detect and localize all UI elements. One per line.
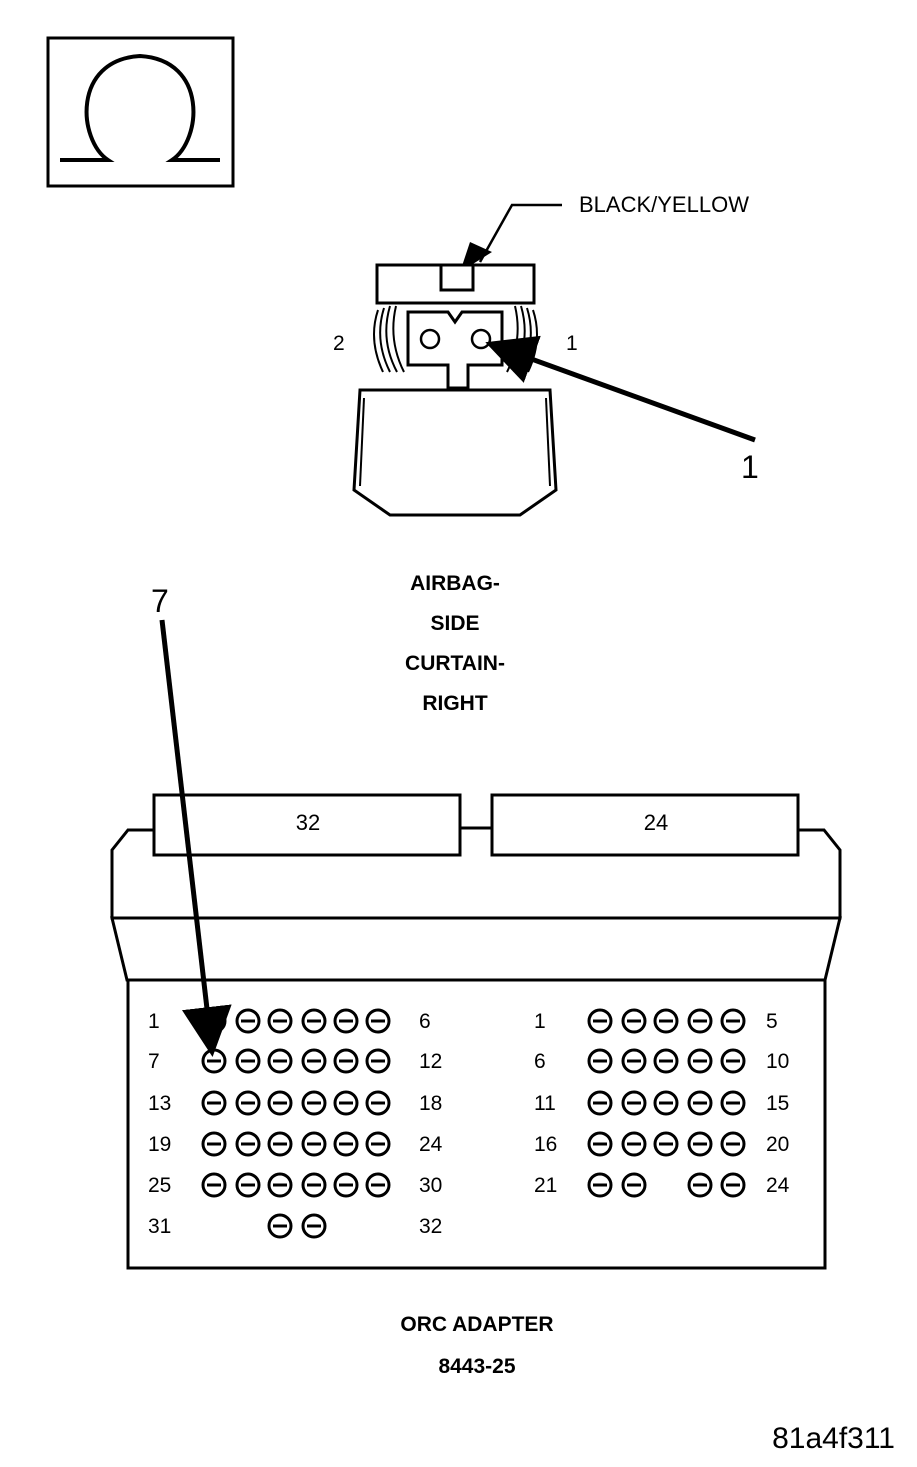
right-row-1-end: 5	[766, 1010, 778, 1033]
connector-pin-2-label: 2	[333, 332, 345, 355]
left-row-3-end: 18	[419, 1092, 442, 1115]
right-row-5-start: 21	[534, 1174, 557, 1197]
left-pin-labels: 1 6 7 12 13 18 19 24 25 30 31 32	[148, 1010, 443, 1238]
left-row-1-start: 1	[148, 1010, 160, 1033]
connector-name-line-3: CURTAIN-	[405, 652, 505, 675]
adapter-part-number: 8443-25	[438, 1355, 515, 1378]
right-row-3-start: 11	[534, 1092, 556, 1115]
wire-color-label: BLACK/YELLOW	[579, 192, 749, 217]
adapter-tab-24: 24	[644, 810, 668, 835]
right-row-5-end: 24	[766, 1174, 790, 1197]
left-row-6-end: 32	[419, 1215, 442, 1238]
connector-name-line-1: AIRBAG-	[410, 572, 500, 595]
right-row-4-end: 20	[766, 1133, 789, 1156]
left-row-5-end: 30	[419, 1174, 442, 1197]
connector-name-line-4: RIGHT	[422, 692, 488, 715]
callout-1-label: 1	[741, 449, 759, 485]
left-row-6-start: 31	[148, 1215, 171, 1238]
left-row-3-start: 13	[148, 1092, 171, 1115]
adapter-pin-sockets	[201, 1008, 746, 1239]
left-row-1-end: 6	[419, 1010, 431, 1033]
right-row-4-start: 16	[534, 1133, 557, 1156]
left-row-2-end: 12	[419, 1050, 442, 1073]
connector-name-line-2: SIDE	[430, 612, 479, 635]
airbag-connector	[352, 263, 558, 517]
adapter-tab-32: 32	[296, 810, 320, 835]
wire-color-leader	[460, 203, 562, 272]
right-row-2-end: 10	[766, 1050, 789, 1073]
adapter-name: ORC ADAPTER	[400, 1313, 553, 1336]
right-row-2-start: 6	[534, 1050, 546, 1073]
figure-id: 81a4f311	[772, 1422, 895, 1455]
left-row-5-start: 25	[148, 1174, 171, 1197]
ohmmeter-icon	[46, 36, 235, 188]
right-pin-labels: 1 5 6 10 11 15 16 20 21 24	[534, 1010, 790, 1197]
callout-7-arrow	[159, 619, 232, 1057]
left-row-2-start: 7	[148, 1050, 160, 1073]
callout-1-arrow	[485, 335, 756, 443]
callout-7-label: 7	[151, 583, 169, 619]
left-row-4-start: 19	[148, 1133, 171, 1156]
right-row-1-start: 1	[534, 1010, 546, 1033]
right-row-3-end: 15	[766, 1092, 789, 1115]
connector-pin-1-label: 1	[566, 332, 578, 355]
left-row-4-end: 24	[419, 1133, 443, 1156]
